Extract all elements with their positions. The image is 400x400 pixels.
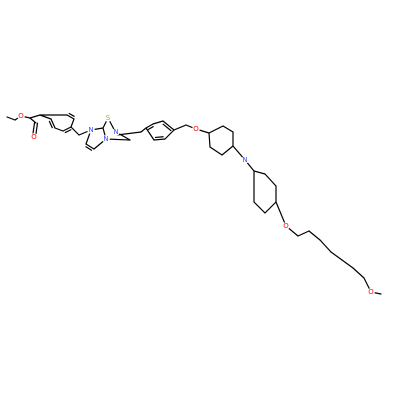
bond-b4-b5 [162, 120, 175, 131]
atom-background-o_aryl_ether [192, 125, 200, 133]
bond-h4-oC [275, 201, 287, 227]
double-bond-inner-a6-a7 [68, 112, 75, 117]
atom-label-o_cyclohexyl_ether: O [283, 222, 289, 230]
bond-b1-b2 [140, 127, 147, 133]
atom-background-o_ester_single [17, 112, 25, 120]
atom-background-s_thiadiazole [104, 114, 112, 122]
atom-background-o_carbonyl [30, 133, 38, 141]
double-bond-inner-a4-a5 [64, 129, 72, 134]
double-bond-inner-a2-a3 [48, 120, 53, 129]
bond-a5-d1 [70, 126, 80, 136]
bond-h5-h6 [253, 201, 266, 214]
bond-a2-a3 [50, 118, 56, 129]
atom-label-o_aryl_ether: O [193, 125, 199, 133]
bond-b5-b6 [164, 129, 175, 140]
atom-background-n_bridgehead [102, 135, 110, 143]
bond-k3-k4 [319, 239, 332, 253]
bond-p1-p2 [208, 125, 224, 134]
bond-p2-p3 [222, 125, 234, 133]
atom-background-o_methoxy [367, 288, 375, 296]
bond-k6-k7 [352, 267, 365, 279]
bond-h1-h2 [253, 170, 266, 175]
bond-a3-a4 [54, 127, 64, 132]
double-bond-inner-i4-i5 [85, 146, 93, 151]
bond-k2-k3 [308, 230, 321, 241]
atom-label-s_thiadiazole: S [106, 114, 111, 122]
atom-background-n_piperidine [241, 156, 249, 164]
bond-b3-b4 [152, 120, 164, 125]
bond-a6-a7 [66, 114, 75, 120]
bond-t1-b1 [116, 131, 142, 136]
atom-label-n_imidazole: N [88, 126, 93, 134]
bond-i4-i5 [85, 143, 95, 150]
bond-k1-k2 [297, 230, 310, 237]
atom-label-n_bridgehead: N [103, 135, 108, 143]
bond-p5-p6 [209, 146, 223, 156]
bond-h4-h5 [264, 201, 277, 214]
bond-c3-c4 [29, 117, 37, 124]
bond-p4-p5 [221, 145, 234, 156]
double-bond-inner-b4-b5 [162, 123, 172, 132]
bond-c1-c2 [6, 116, 16, 121]
double-bond-inner-b2-b3 [147, 126, 154, 131]
bond-a5-a6 [70, 118, 75, 128]
bond-h2-h3 [264, 173, 277, 187]
bond-c3-a1 [29, 114, 41, 119]
bond-b5-e1 [173, 124, 187, 131]
double-bond-inner-b6-b7 [154, 136, 164, 139]
atom-background-o_cyclohexyl_ether [282, 222, 290, 230]
bond-p6-p1 [208, 132, 211, 148]
atom-label-n_piperidine: N [242, 156, 247, 164]
bond-a4-a5 [62, 126, 72, 132]
bond-a1-a2 [39, 114, 52, 120]
bond-b2-b3 [145, 123, 154, 129]
bond-k4-k5 [330, 251, 343, 261]
bond-t4-i3 [105, 138, 131, 141]
bond-lines [6, 112, 382, 295]
atom-background-n_imidazole [87, 126, 95, 134]
atom-label-o_methoxy: O [368, 288, 374, 296]
bond-k5-k6 [341, 259, 354, 269]
atom-label-o_carbonyl: O [31, 133, 37, 141]
atom-label-n_thiadiazole: N [113, 128, 118, 136]
bond-b7-b2 [145, 127, 155, 141]
bond-b6-b7 [153, 138, 166, 141]
atom-label-o_ester_single: O [18, 112, 24, 120]
atom-background-n_thiadiazole [112, 128, 120, 136]
